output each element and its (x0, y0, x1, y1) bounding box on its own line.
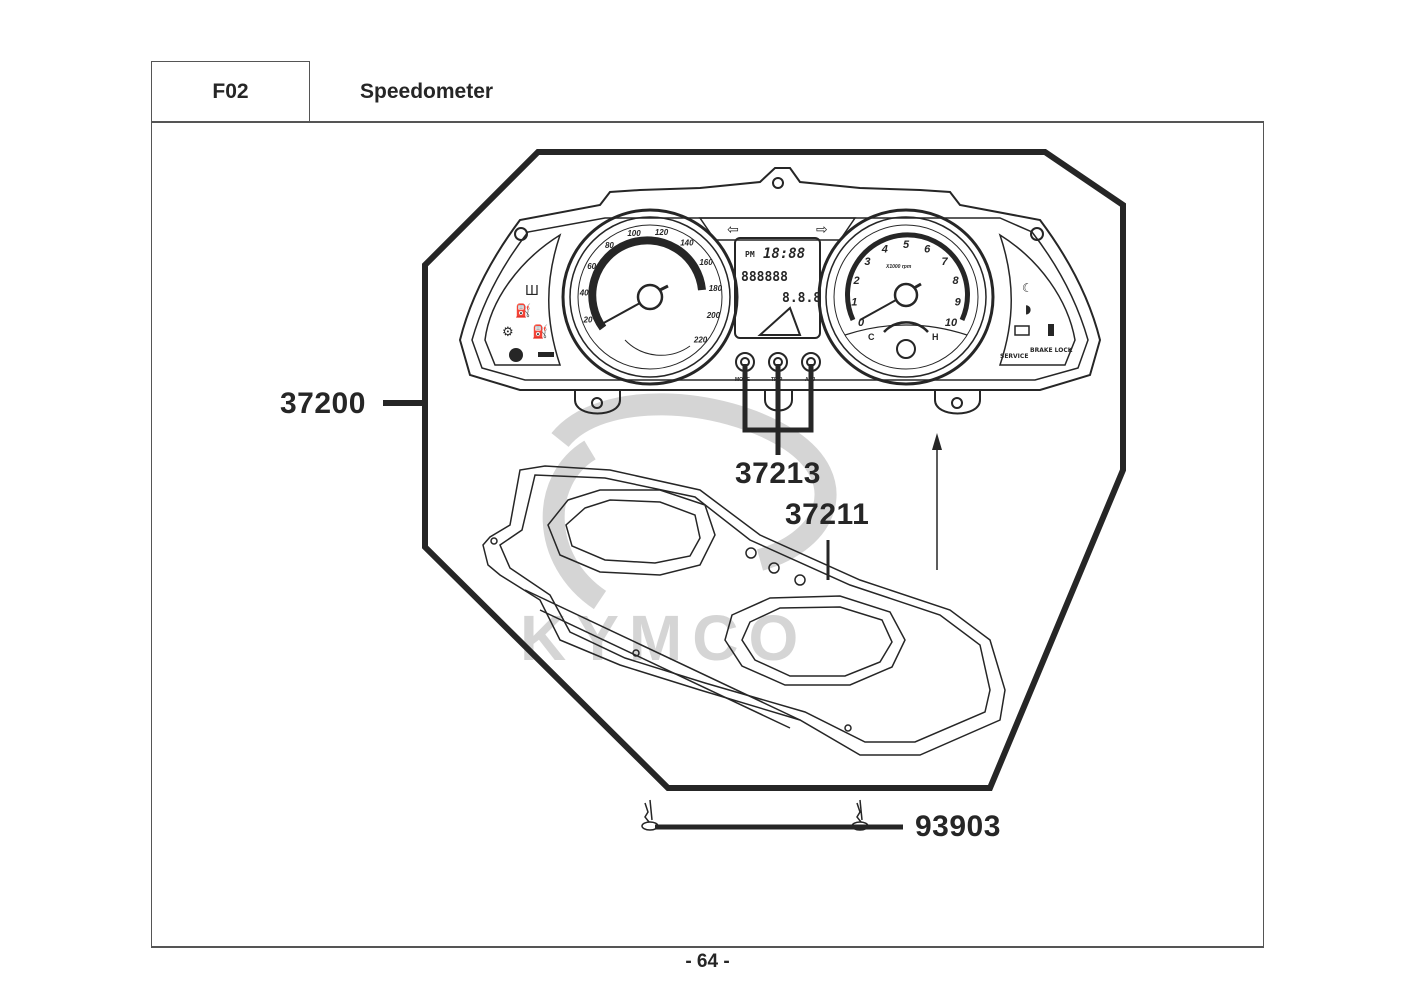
tacho-label-4: 4 (881, 244, 888, 256)
callout-37213: 37213 (735, 457, 821, 490)
speedo-outer-label-180: 180 (709, 284, 723, 293)
watermark-text: KYMCO (520, 602, 808, 674)
right-warning-icons: ☾ ◗ SERVICE BRAKE LOCK (1000, 281, 1073, 360)
tacho-label-7: 7 (942, 256, 949, 268)
speedo-outer-label-80: 80 (605, 241, 614, 250)
tacho-label-2: 2 (852, 275, 859, 287)
frame-bottom (151, 946, 1264, 948)
section-title: Speedometer (360, 80, 494, 103)
speedo-outer-label-60: 60 (587, 262, 596, 271)
key-icon (1048, 324, 1054, 336)
tacho-label-1: 1 (851, 296, 857, 308)
turn-right-icon: ⇨ (816, 222, 828, 238)
speedo-outer-label-200: 200 (706, 311, 721, 320)
high-beam-icon: ☾ (1022, 281, 1033, 295)
page-number: - 64 - (685, 951, 730, 972)
lcd-clock: 18:88 (763, 246, 805, 262)
frame-left (151, 61, 152, 947)
section-code: F02 (212, 80, 249, 103)
tacho-label-6: 6 (924, 244, 931, 256)
tacho-label-9: 9 (955, 296, 962, 308)
battery-icon (1014, 325, 1030, 336)
frame-header-divider (309, 61, 310, 122)
tacho-label-5: 5 (903, 239, 910, 251)
lcd-clock-prefix: PM (745, 250, 755, 259)
meter-assembly (458, 167, 1102, 415)
abs-icon (509, 348, 523, 362)
lcd-trip: 8.8.8 (782, 291, 821, 306)
speedo-outer-label-20: 20 (583, 316, 593, 325)
brake-lock-label: BRAKE LOCK (1030, 347, 1073, 354)
tacho-label-10: 10 (945, 317, 958, 329)
tacho-label-3: 3 (864, 256, 870, 268)
meter-case (482, 465, 1006, 756)
speedo-outer-label-160: 160 (699, 258, 713, 267)
temp-gauge-pivot (896, 339, 916, 359)
frame-right (1263, 121, 1264, 947)
speedo-outer-label-220: 220 (693, 335, 708, 344)
tacho-label-8: 8 (952, 275, 959, 287)
fuel-icon: ⛽ (532, 324, 548, 340)
assembly-outline (422, 149, 1126, 791)
speedo-outer-label-100: 100 (627, 229, 641, 238)
temp-cold-label: C (868, 332, 875, 342)
callout-37211: 37211 (785, 498, 870, 531)
callout-37200: 37200 (280, 387, 366, 420)
tacho-label-0: 0 (858, 317, 865, 329)
frame-top (151, 121, 1264, 123)
temp-warning-icon (538, 352, 554, 357)
left-warning-icons: Ш ⛽ ⚙ ⛽ (502, 284, 554, 362)
lcd-display: PM 18:88 888888 8.8.8 (734, 237, 821, 339)
tachometer-gauge: C H X1000 rpm 01 234 5 678 9 10 (817, 208, 995, 386)
speedo-outer-label-140: 140 (680, 238, 694, 247)
tire-pressure-icon: Ш (525, 284, 539, 299)
assembly-direction-arrow (932, 433, 942, 570)
temp-hot-label: H (932, 332, 939, 342)
speedo-outer-label-40: 40 (579, 288, 589, 297)
frame-top-header (151, 61, 310, 62)
lcd-odometer: 888888 (741, 270, 788, 285)
engine-check-icon: ⚙ (502, 325, 514, 340)
service-label: SERVICE (1000, 353, 1028, 360)
speedometer-gauge: 20 40 60 80 100 120 140 160 180 200 220 (561, 208, 739, 386)
speedo-outer-label-120: 120 (655, 228, 669, 237)
oil-pressure-icon: ⛽ (515, 303, 531, 319)
leader-37213 (742, 364, 814, 455)
rpm-unit-label: X1000 rpm (885, 264, 912, 270)
callout-93903: 93903 (915, 810, 1001, 843)
turn-left-icon: ⇦ (727, 222, 739, 238)
headlight-icon: ◗ (1025, 302, 1031, 316)
